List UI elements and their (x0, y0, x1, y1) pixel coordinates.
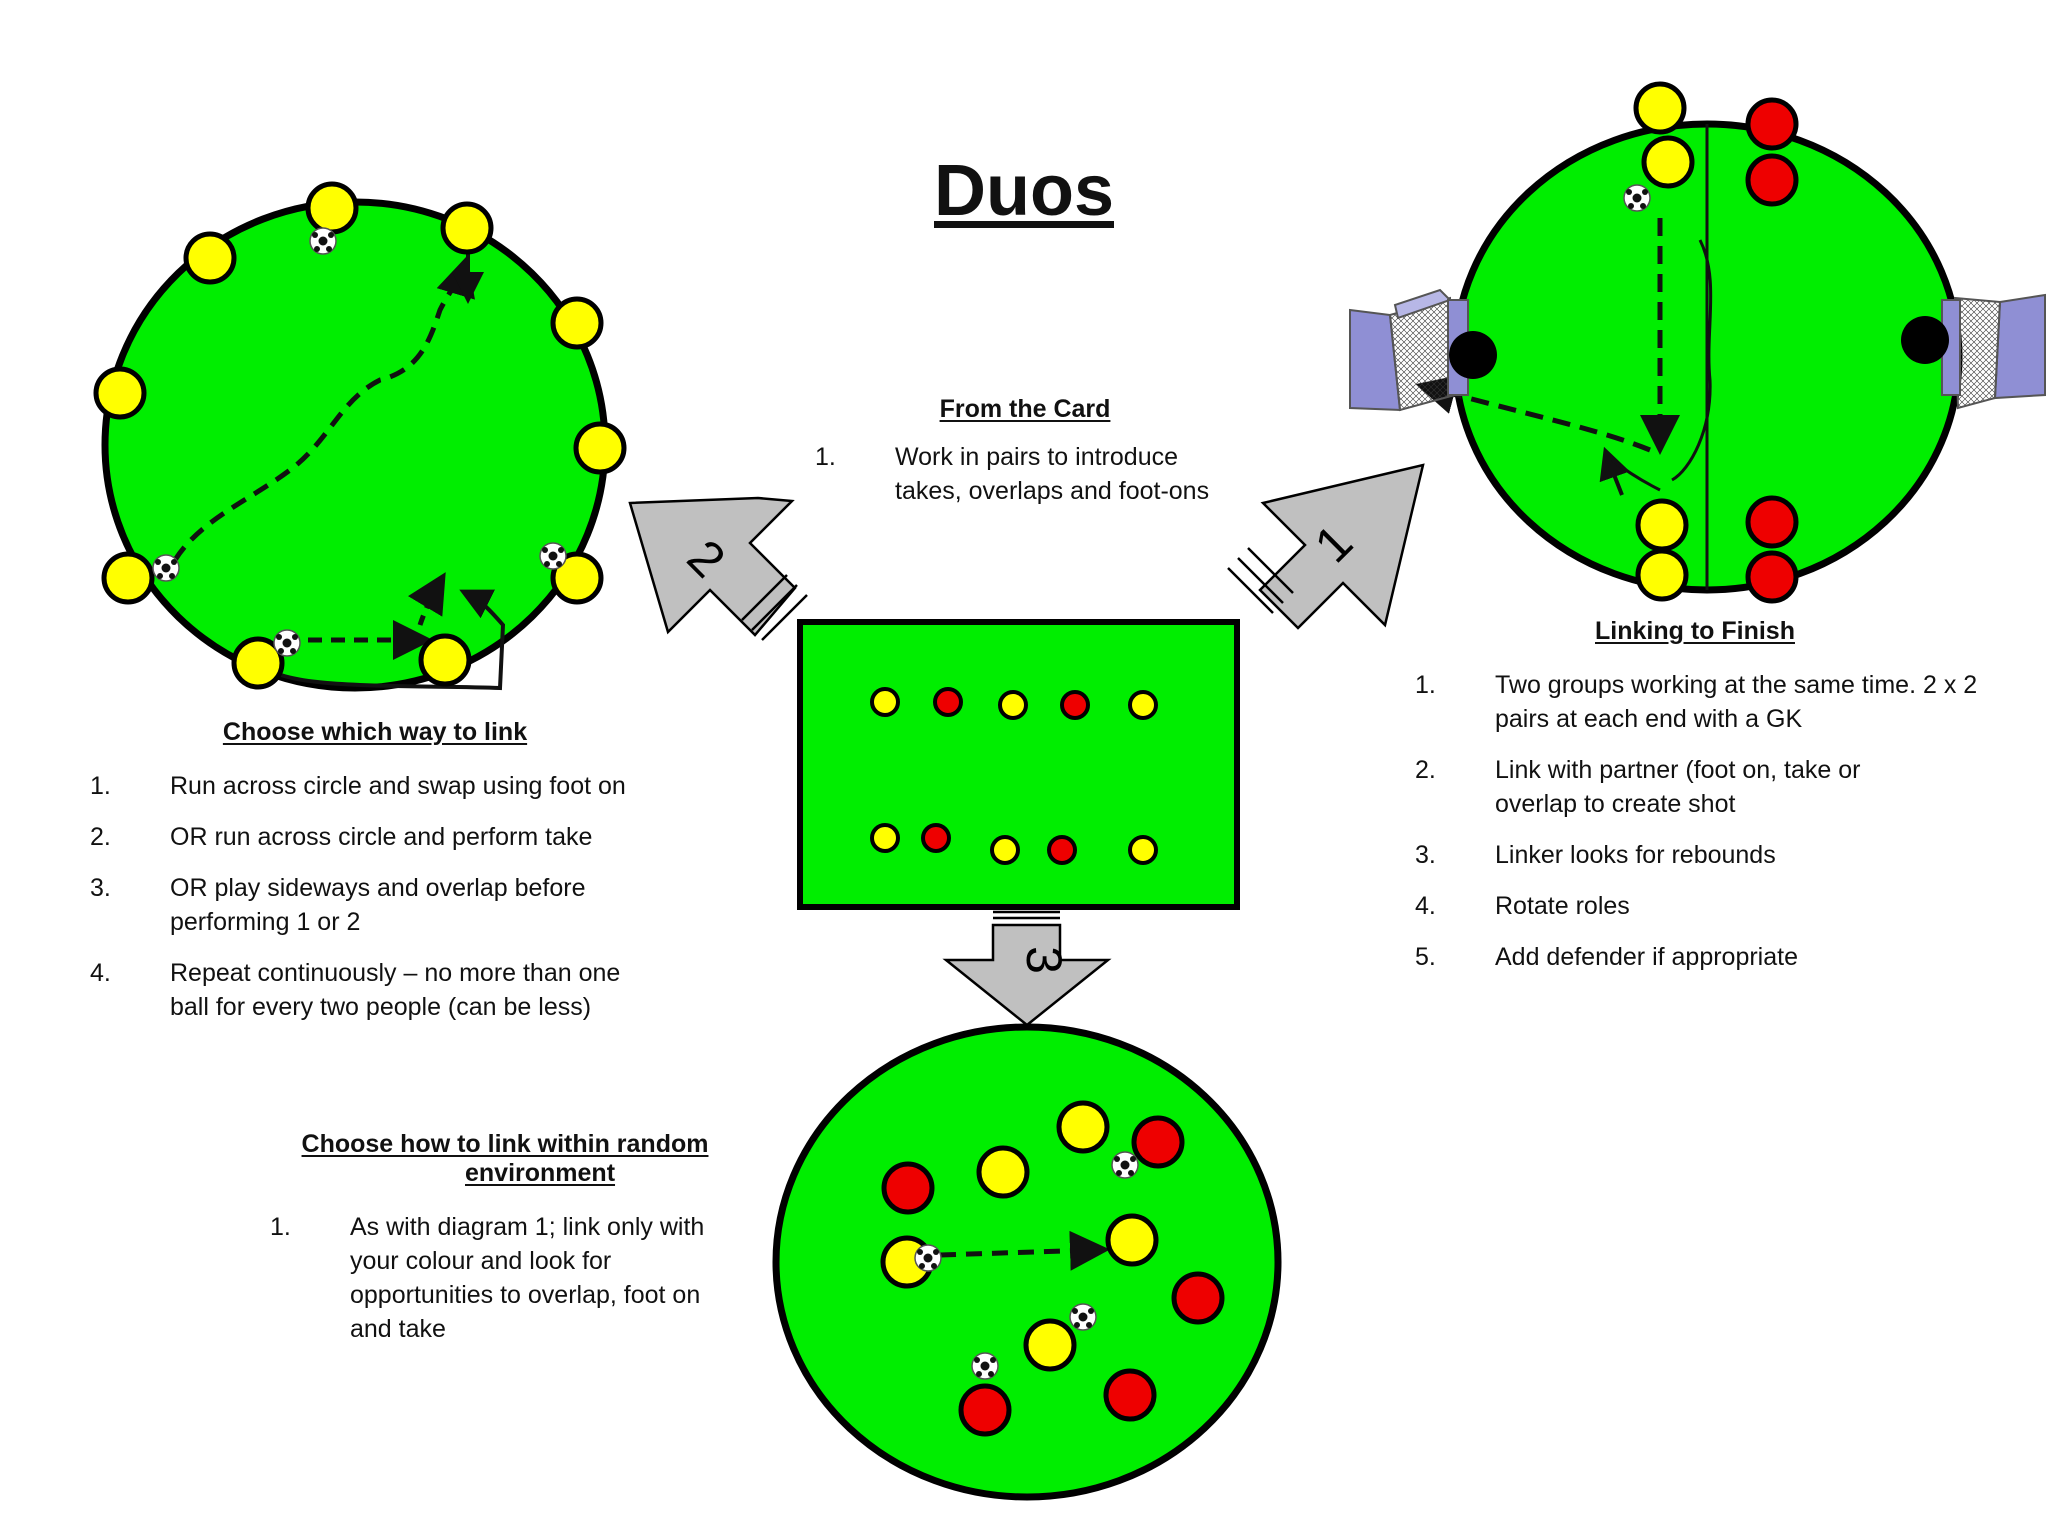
ball-icon (1111, 1151, 1139, 1179)
red-player (1047, 835, 1077, 865)
yellow-player (870, 687, 900, 717)
ball-icon (1069, 1303, 1097, 1331)
list-item: 2.Link with partner (foot on, take or ov… (1415, 756, 1861, 818)
red-player (933, 687, 963, 717)
red-player (1103, 1368, 1157, 1422)
yellow-player (93, 366, 147, 420)
list-item: 4.Rotate roles (1415, 892, 1630, 920)
yellow-player (440, 201, 494, 255)
diagram3-heading-line1: Choose how to link within random (301, 1130, 709, 1158)
list-item: 1.Work in pairs to introduce takes, over… (815, 443, 1210, 505)
pitch-circle (772, 1023, 1282, 1501)
red-player (958, 1383, 1012, 1437)
right-goal-icon (1941, 293, 2046, 410)
players (880, 1100, 1225, 1437)
diagram2-instructions: Linking to Finish 1.Two groups working a… (1415, 617, 2015, 991)
ball-icon (971, 1352, 999, 1380)
red-player (1060, 690, 1090, 720)
yellow-player (1635, 498, 1689, 552)
diagram1-heading: Choose which way to link (222, 718, 528, 746)
yellow-player (870, 823, 900, 853)
red-player (1745, 550, 1799, 604)
arrow-2: 2 (628, 496, 808, 641)
pitch-circle (101, 198, 609, 692)
yellow-player (183, 231, 237, 285)
diagram3-instructions: Choose how to link within random environ… (270, 1130, 750, 1363)
yellow-players (93, 181, 627, 690)
card-heading: From the Card (939, 395, 1111, 423)
list-item: 3.OR play sideways and overlap before pe… (90, 874, 586, 936)
diagram-circle-random (772, 1023, 1282, 1501)
arrow-label-3: 3 (1016, 946, 1072, 974)
players (1633, 81, 1799, 604)
diagram1-list: 1.Run across circle and swap using foot … (90, 769, 670, 1024)
yellow-player (101, 551, 155, 605)
card-pitch (797, 619, 1240, 910)
red-player (921, 823, 951, 853)
list-item: 5.Add defender if appropriate (1415, 943, 1798, 971)
ball-icon (152, 554, 180, 582)
yellow-player (1641, 135, 1695, 189)
run-path-dashed (172, 255, 475, 562)
list-item: 1.Run across circle and swap using foot … (90, 772, 626, 800)
goalkeeper-right (1901, 316, 1949, 364)
yellow-player (573, 421, 627, 475)
pitch-rectangle (797, 619, 1240, 910)
yellow-player (998, 690, 1028, 720)
list-item: 1.As with diagram 1; link only with your… (270, 1213, 705, 1343)
left-goal-icon (1349, 288, 1469, 412)
yellow-player (1633, 81, 1687, 135)
list-item: 2.OR run across circle and perform take (90, 823, 593, 851)
yellow-player (231, 636, 285, 690)
yellow-player (990, 835, 1020, 865)
list-item: 4.Repeat continuously – no more than one… (90, 959, 621, 1021)
list-item: 3.Linker looks for rebounds (1415, 841, 1776, 869)
yellow-player (1128, 835, 1158, 865)
list-item: 1.Two groups working at the same time. 2… (1415, 671, 1978, 733)
yellow-player (1635, 548, 1689, 602)
ball-icon (273, 629, 301, 657)
red-player (1171, 1271, 1225, 1325)
yellow-player (550, 551, 604, 605)
card-instructions: From the Card 1.Work in pairs to introdu… (815, 395, 1255, 525)
yellow-player (550, 296, 604, 350)
yellow-player (418, 633, 472, 687)
diagram2-list: 1.Two groups working at the same time. 2… (1415, 668, 2015, 974)
red-player (881, 1161, 935, 1215)
yellow-player (1105, 1213, 1159, 1267)
arrow-3: 3 (942, 910, 1112, 1027)
red-player (1745, 153, 1799, 207)
card-list: 1.Work in pairs to introduce takes, over… (815, 440, 1255, 508)
diagram3-heading-line2: environment (465, 1159, 616, 1187)
diagram-circle-finish (1349, 81, 2046, 604)
arrow-1: 1 (1227, 463, 1425, 630)
diagram2-heading: Linking to Finish (1595, 617, 1795, 645)
red-player (1745, 495, 1799, 549)
link-line (1611, 458, 1661, 492)
link-arrow (1599, 446, 1630, 496)
yellow-player (976, 1145, 1030, 1199)
diagram3-list: 1.As with diagram 1; link only with your… (270, 1210, 750, 1346)
diagram1-instructions: Choose which way to link 1.Run across ci… (90, 718, 670, 1041)
yellow-player (1128, 690, 1158, 720)
goalkeeper-left (1449, 331, 1497, 379)
ball-icon (539, 542, 567, 570)
page-title: Duos (934, 151, 1114, 231)
yellow-player (1023, 1318, 1077, 1372)
overlap-run-line (266, 589, 506, 691)
yellow-player (1056, 1100, 1110, 1154)
run-line (1671, 239, 1713, 482)
red-player (1745, 97, 1799, 151)
shot-dashed-arrow (1415, 375, 1651, 453)
overlap-dashed-arrow (407, 572, 446, 626)
ball-icon (914, 1244, 942, 1272)
red-player (1131, 1115, 1185, 1169)
diagram-circle-link (93, 181, 627, 692)
